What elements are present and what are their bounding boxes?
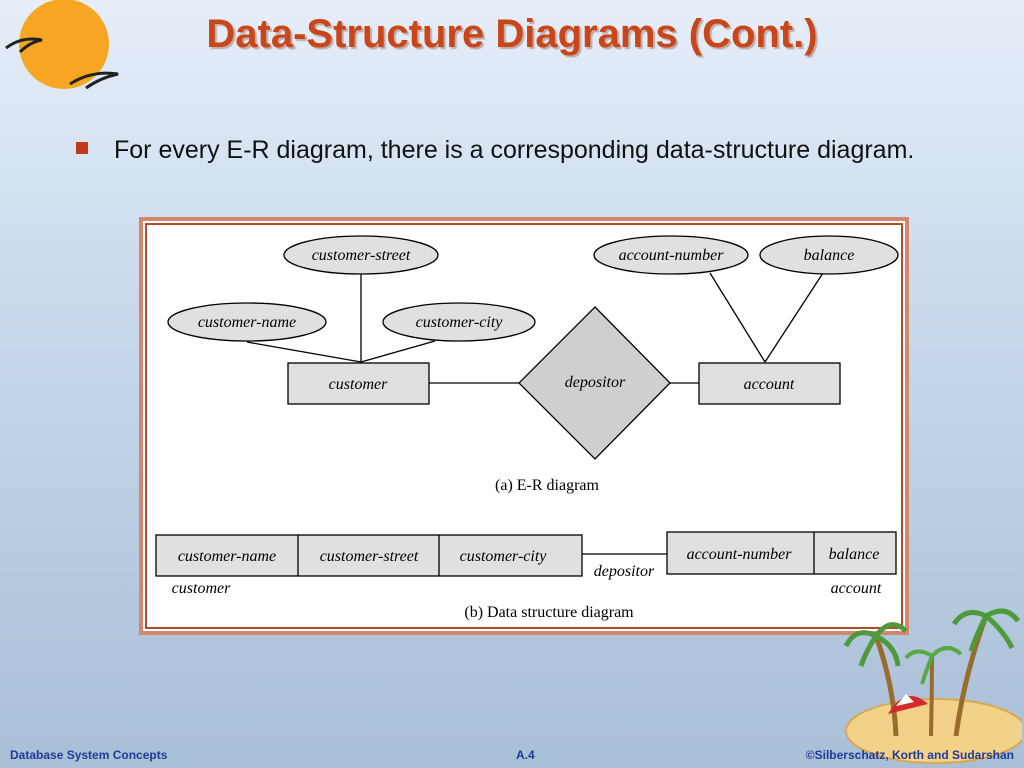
ds-caption: (b) Data structure diagram xyxy=(464,604,634,621)
sun-logo-icon xyxy=(5,0,119,90)
er-attr-customer-street: customer-street xyxy=(283,235,439,275)
er-attr-account-number-label: account-number xyxy=(619,247,725,264)
bullet-square-icon xyxy=(76,142,88,154)
er-attr-customer-city-label: customer-city xyxy=(416,314,504,331)
footer-left: Database System Concepts xyxy=(10,748,168,762)
er-attr-balance-label: balance xyxy=(804,247,855,264)
diagram-canvas: customer-street customer-name customer-c… xyxy=(155,235,899,621)
er-attr-customer-street-label: customer-street xyxy=(312,247,411,264)
er-attr-customer-name: customer-name xyxy=(167,302,327,342)
ds-customer-label: customer xyxy=(172,580,231,597)
er-caption: (a) E-R diagram xyxy=(495,477,600,494)
slide-title: Data-Structure Diagrams (Cont.) xyxy=(206,12,818,56)
er-relationship-depositor: depositor xyxy=(518,306,671,460)
ds-link-label: depositor xyxy=(594,563,655,580)
ds-account-label: account xyxy=(831,580,882,597)
ds-record-account: account-number balance xyxy=(666,531,897,575)
er-line-name xyxy=(246,341,362,363)
bullet-text: For every E-R diagram, there is a corres… xyxy=(114,136,915,164)
er-entity-account-label: account xyxy=(744,376,795,393)
diagram-figure: customer-street customer-name customer-c… xyxy=(139,217,909,635)
ds-field-account-number: account-number xyxy=(687,546,793,563)
er-line-city xyxy=(360,340,436,363)
ds-field-customer-city: customer-city xyxy=(460,548,548,565)
ds-field-balance: balance xyxy=(829,546,880,563)
er-line-accnum xyxy=(709,272,766,363)
er-relationship-depositor-label: depositor xyxy=(565,374,626,391)
footer-page-number: A.4 xyxy=(516,748,535,762)
er-line-balance xyxy=(764,272,824,363)
er-entity-account: account xyxy=(698,362,841,405)
er-entity-customer: customer xyxy=(287,362,430,405)
footer-copyright: ©Silberschatz, Korth and Sudarshan xyxy=(805,748,1014,762)
er-attr-customer-name-label: customer-name xyxy=(198,314,296,331)
er-attr-balance: balance xyxy=(759,235,899,275)
ds-field-customer-name: customer-name xyxy=(178,548,276,565)
ds-record-customer: customer-name customer-street customer-c… xyxy=(155,534,583,577)
er-entity-customer-label: customer xyxy=(329,376,388,393)
palm-island-icon xyxy=(843,608,1022,764)
ds-field-customer-street: customer-street xyxy=(320,548,419,565)
er-attr-customer-city: customer-city xyxy=(382,302,536,342)
er-attr-account-number: account-number xyxy=(593,235,749,275)
